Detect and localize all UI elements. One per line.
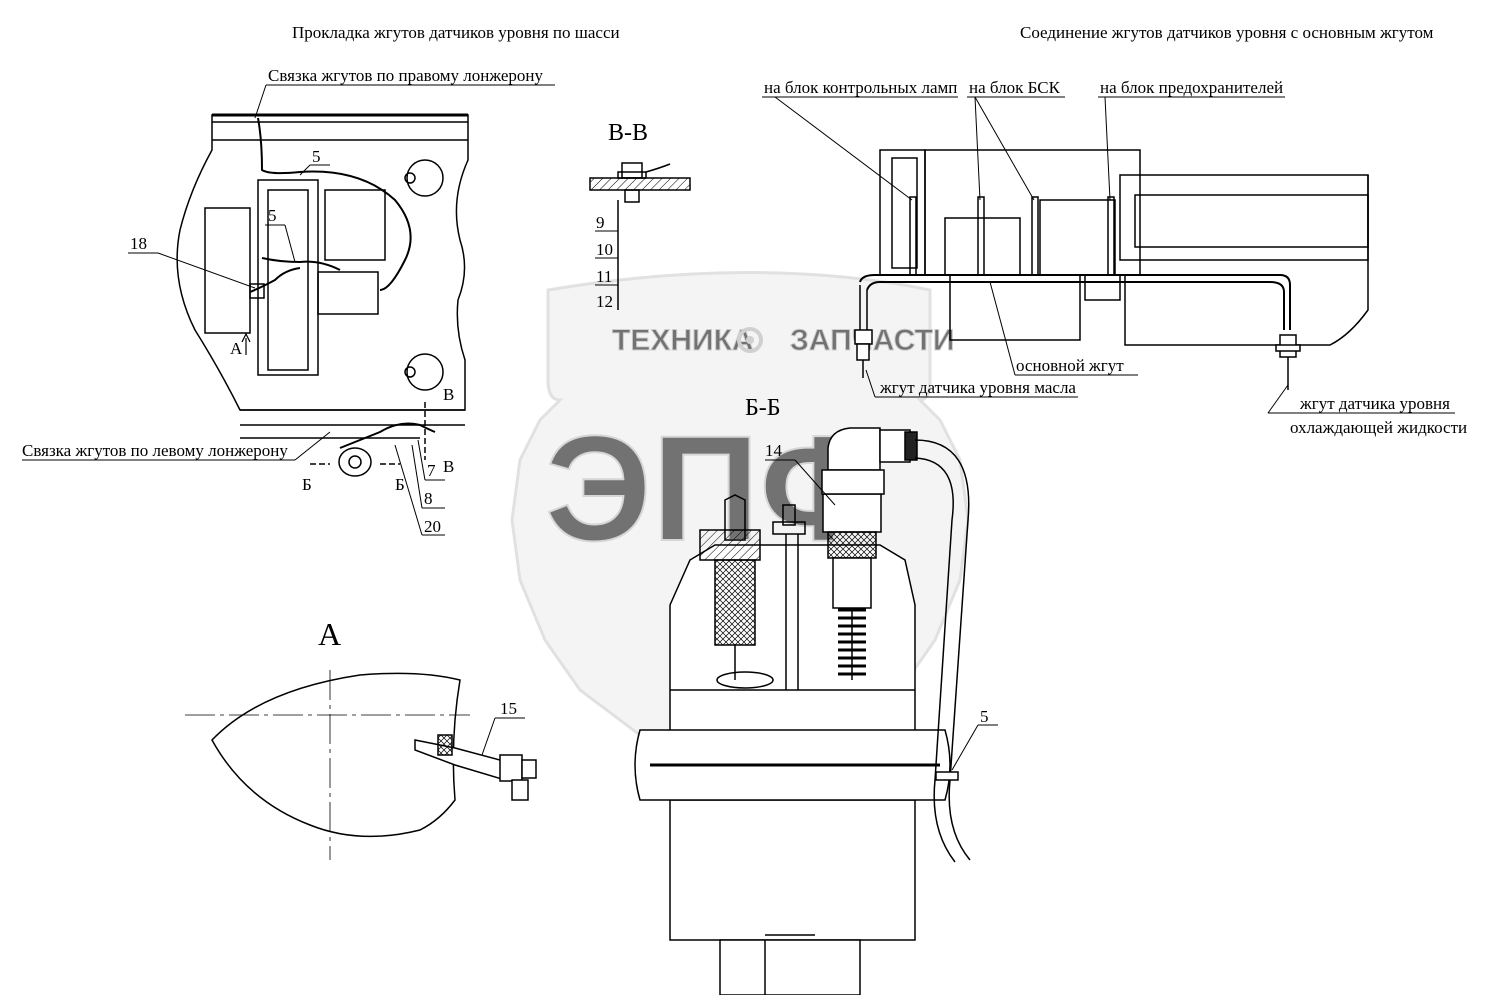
- right-view-leaders: [762, 96, 1455, 414]
- section-vv-ticks: [595, 230, 618, 286]
- callout-15: 15: [500, 699, 517, 718]
- section-v-top-label: В: [443, 385, 454, 404]
- tank-drawing: [634, 427, 971, 996]
- section-b-right-label: Б: [395, 475, 405, 494]
- callout-8: 8: [424, 489, 433, 508]
- arrow-a-label: A: [230, 339, 243, 358]
- left-spar-label: Связка жгутов по левому лонжерону: [22, 441, 288, 460]
- callout-11: 11: [596, 267, 612, 286]
- tank-leaders: [765, 459, 998, 771]
- fuse-block-label: на блок предохранителей: [1100, 78, 1283, 97]
- gear-icon: [737, 327, 763, 353]
- right-spar-label: Связка жгутов по правому лонжерону: [268, 66, 544, 85]
- section-vv-drawing: [589, 162, 691, 310]
- callout-5-tank: 5: [980, 707, 989, 726]
- chassis-view: [176, 113, 469, 477]
- right-section-title: Соединение жгутов датчиков уровня с осно…: [1020, 23, 1434, 42]
- view-a-title: A: [318, 616, 341, 652]
- callout-14: 14: [765, 441, 783, 460]
- oil-harness-label: жгут датчика уровня масла: [879, 378, 1076, 397]
- callout-5-lower: 5: [268, 206, 277, 225]
- callout-9: 9: [596, 213, 605, 232]
- watermark-text-1: ТЕХНИКА: [612, 324, 754, 357]
- lamp-block-label: на блок контрольных ламп: [764, 78, 957, 97]
- callout-12: 12: [596, 292, 613, 311]
- view-a-leader: [481, 717, 525, 756]
- coolant-harness-label-1: жгут датчика уровня: [1299, 394, 1450, 413]
- callout-7: 7: [427, 461, 436, 480]
- coolant-harness-label-2: охлаждающей жидкости: [1290, 418, 1467, 437]
- section-b-left-label: Б: [302, 475, 312, 494]
- section-v-bottom-label: В: [443, 457, 454, 476]
- left-view-leaders: [22, 84, 555, 536]
- main-harness-label: основной жгут: [1016, 356, 1124, 375]
- callout-18: 18: [130, 234, 147, 253]
- bsk-block-label: на блок БСК: [969, 78, 1061, 97]
- callout-10: 10: [596, 240, 613, 259]
- view-a-drawing: [185, 670, 537, 860]
- callout-20: 20: [424, 517, 441, 536]
- watermark: ТЕХНИКА ЗАПЧАСТИ ЭПФ: [510, 271, 970, 772]
- main-harness-view: [854, 149, 1369, 390]
- callout-5-upper: 5: [312, 147, 321, 166]
- section-vv-title: В-В: [608, 120, 648, 146]
- left-section-title: Прокладка жгутов датчиков уровня по шасс…: [292, 23, 620, 42]
- section-bb-title: Б-Б: [745, 395, 781, 421]
